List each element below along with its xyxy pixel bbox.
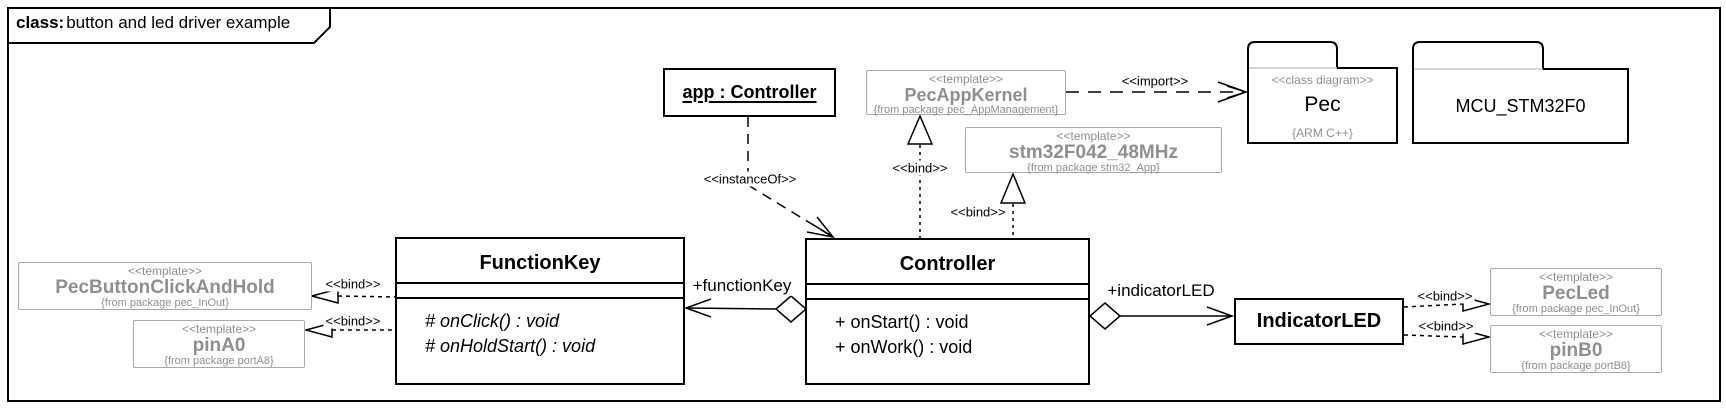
assoc-line xyxy=(685,307,779,310)
template-name: PecLed xyxy=(1542,283,1610,304)
attributes-compartment xyxy=(807,285,1088,300)
label-import: <<import>> xyxy=(1119,73,1191,89)
from-package-label: {from package portB8} xyxy=(1521,360,1631,372)
package-mcu-shape[interactable] xyxy=(1412,41,1629,144)
connector-bind-pecbutton[interactable] xyxy=(309,288,396,304)
node-app-controller[interactable]: app : Controller xyxy=(663,68,836,117)
node-pinb0[interactable]: <<template>> pinB0 {from package portB8} xyxy=(1490,325,1662,373)
operations-compartment: + onStart() : void + onWork() : void xyxy=(807,300,1088,360)
class-name: IndicatorLED xyxy=(1256,310,1382,332)
label-instanceof: <<instanceOf>> xyxy=(701,171,799,187)
operation: # onHoldStart() : void xyxy=(425,336,596,356)
node-indicatorled[interactable]: IndicatorLED xyxy=(1234,298,1404,345)
open-arrowhead-icon xyxy=(1206,306,1235,326)
pec-folder-tab xyxy=(1247,41,1338,69)
label-bind-pecappkernel: <<bind>> xyxy=(890,160,950,176)
bind-line xyxy=(1403,303,1464,308)
node-stm32[interactable]: <<template>> stm32F042_48MHz {from packa… xyxy=(965,127,1222,174)
attributes-compartment xyxy=(397,284,683,299)
aggregation-diamond-icon xyxy=(774,295,808,323)
stereotype-label: <<template>> xyxy=(127,264,203,278)
from-package-label: {from package stm32_App} xyxy=(1027,162,1160,174)
template-name: pinB0 xyxy=(1549,340,1603,361)
node-pecbutton[interactable]: <<template>> PecButtonClickAndHold {from… xyxy=(18,262,312,310)
node-pecled[interactable]: <<template>> PecLed {from package pec_In… xyxy=(1490,268,1662,316)
frame-title: class:button and led driver example xyxy=(16,13,290,33)
hollow-triangle-arrowhead-icon xyxy=(999,172,1027,204)
label-bind-pinb0: <<bind>> xyxy=(1416,318,1476,334)
node-pecappkernel[interactable]: <<template>> PecAppKernel {from package … xyxy=(866,70,1066,116)
from-package-label: {from package pec_InOut} xyxy=(1512,303,1640,315)
stereotype-label: <<template>> xyxy=(928,72,1004,86)
template-name: stm32F042_48MHz xyxy=(1009,142,1178,163)
node-controller[interactable]: Controller + onStart() : void + onWork()… xyxy=(805,238,1090,385)
template-name: PecAppKernel xyxy=(904,85,1028,105)
mcu-folder-tab xyxy=(1412,41,1544,70)
label-bind-pecled: <<bind>> xyxy=(1415,288,1475,304)
aggregation-diamond-icon xyxy=(1088,302,1122,330)
instance-name: app : Controller xyxy=(682,82,817,102)
open-arrowhead-icon xyxy=(683,298,712,318)
from-package-label: {from package portA8} xyxy=(164,355,274,367)
stereotype-label: <<template>> xyxy=(1538,327,1614,341)
operation: + onStart() : void xyxy=(835,312,969,332)
stereotype-label: <<template>> xyxy=(1538,270,1614,284)
connector-bind-stm32[interactable] xyxy=(999,172,1027,238)
bind-line xyxy=(337,295,396,298)
operation: # onClick() : void xyxy=(425,311,560,331)
import-open-arrowhead-icon xyxy=(1217,81,1249,103)
bind-line xyxy=(1403,334,1464,338)
frame-title-keyword: class: xyxy=(16,13,65,32)
label-role-indicatorled: +indicatorLED xyxy=(1107,281,1215,301)
label-bind-pina0: <<bind>> xyxy=(323,313,383,329)
class-name: FunctionKey xyxy=(397,239,683,284)
pec-package-note: {ARM C++} xyxy=(1292,126,1353,140)
connector-bind-pinb0[interactable] xyxy=(1403,329,1492,345)
template-name: PecButtonClickAndHold xyxy=(55,277,275,298)
template-name: pinA0 xyxy=(192,335,246,356)
pec-package-stereotype: <<class diagram>> xyxy=(1271,73,1374,87)
connector-assoc-functionkey[interactable] xyxy=(683,295,808,323)
mcu-package-name[interactable]: MCU_STM32F0 xyxy=(1455,96,1586,116)
pec-folder-body xyxy=(1247,67,1398,144)
operations-compartment: # onClick() : void # onHoldStart() : voi… xyxy=(397,299,683,359)
frame-title-text: button and led driver example xyxy=(66,13,291,32)
connector-assoc-indicatorled[interactable] xyxy=(1088,302,1235,330)
stereotype-label: <<template>> xyxy=(181,322,257,336)
label-bind-pecbutton: <<bind>> xyxy=(323,276,383,292)
connector-bind-pecappkernel[interactable] xyxy=(906,114,934,238)
package-pec-shape[interactable] xyxy=(1247,41,1398,144)
mcu-folder-body xyxy=(1412,68,1629,144)
hollow-triangle-arrowhead-icon xyxy=(1462,329,1492,345)
stereotype-label: <<template>> xyxy=(1056,129,1131,143)
connector-import[interactable] xyxy=(1066,81,1249,103)
hollow-triangle-arrowhead-icon xyxy=(906,114,934,145)
operation: + onWork() : void xyxy=(835,337,973,357)
instanceof-open-arrowhead-icon xyxy=(806,216,835,239)
hollow-triangle-arrowhead-icon xyxy=(309,288,339,304)
label-bind-stm32: <<bind>> xyxy=(948,204,1008,220)
node-pina0[interactable]: <<template>> pinA0 {from package portA8} xyxy=(133,320,305,368)
class-name: Controller xyxy=(807,240,1088,285)
frame-border xyxy=(7,7,1721,402)
pec-package-name[interactable]: Pec xyxy=(1304,93,1341,116)
frame-title-tab xyxy=(7,7,331,44)
from-package-label: {from package pec_InOut} xyxy=(101,297,229,309)
from-package-label: {from package pec_AppManagement} xyxy=(873,104,1059,116)
label-role-functionkey: +functionKey xyxy=(692,276,792,296)
node-functionkey[interactable]: FunctionKey # onClick() : void # onHoldS… xyxy=(395,237,685,385)
